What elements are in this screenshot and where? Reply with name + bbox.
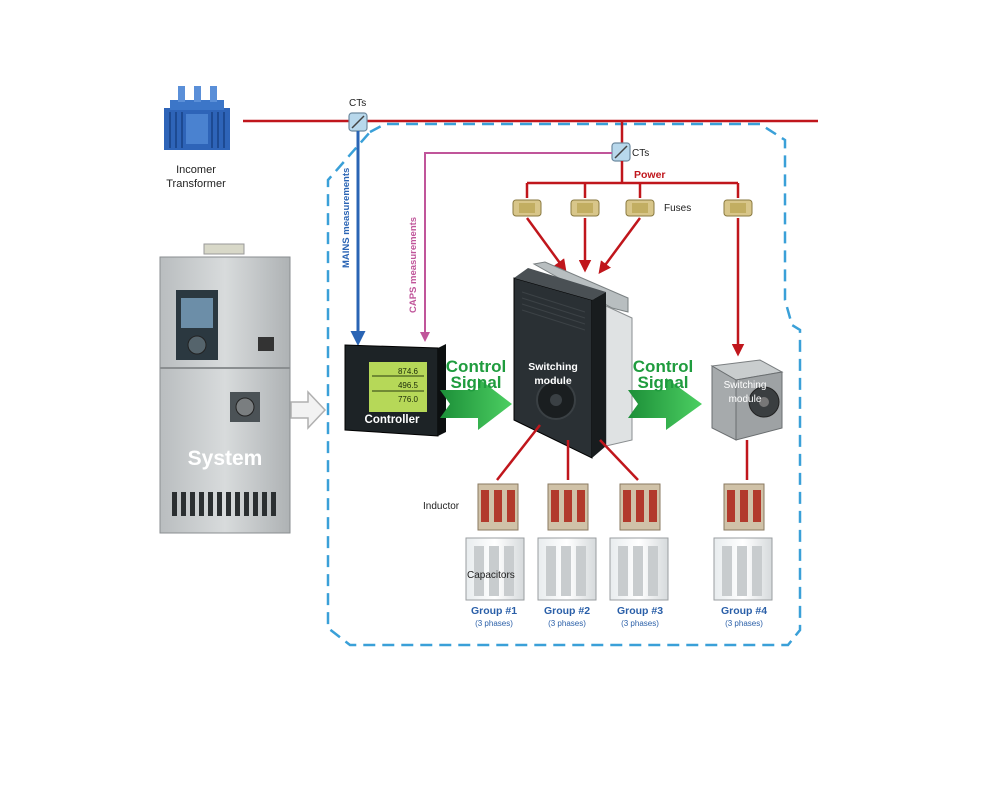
fuse-icon bbox=[625, 199, 655, 217]
group-3-label: Group #3 bbox=[617, 605, 663, 617]
capacitor-bank-3 bbox=[609, 483, 669, 601]
group-2-sub: (3 phases) bbox=[548, 619, 586, 628]
mains-measurements-label: MAINS measurements bbox=[341, 168, 352, 268]
system-label: System bbox=[188, 447, 263, 470]
fuse-icon bbox=[512, 199, 542, 217]
inductor-label: Inductor bbox=[423, 501, 460, 512]
capacitor-bank-1 bbox=[465, 483, 525, 601]
caps-measurements-label: CAPS measurements bbox=[408, 217, 419, 313]
switching-module-1-line-1: Switching bbox=[528, 361, 578, 373]
control-signal-1-line-1: Control bbox=[446, 357, 506, 376]
cts-top-label: CTs bbox=[349, 98, 366, 109]
fuse-icon bbox=[723, 199, 753, 217]
group-1-label: Group #1 bbox=[471, 605, 517, 617]
control-signal-2-line-2: Signal bbox=[637, 373, 688, 392]
caps-measurement-line bbox=[420, 152, 612, 342]
group-4-sub: (3 phases) bbox=[725, 619, 763, 628]
fuse-icon bbox=[570, 199, 600, 217]
system-cabinet bbox=[159, 243, 291, 534]
fuses-label: Fuses bbox=[664, 203, 691, 214]
switching-module-2-line-1: Switching bbox=[724, 380, 767, 391]
switching-module-large bbox=[513, 261, 633, 459]
transformer-icon bbox=[164, 86, 230, 150]
ct-top-icon bbox=[348, 112, 368, 132]
control-signal-1-line-2: Signal bbox=[450, 373, 501, 392]
cts-right-label: CTs bbox=[632, 148, 649, 159]
control-signal-arrow-1 bbox=[440, 378, 512, 430]
capacitors-label: Capacitors bbox=[467, 570, 515, 581]
ct-right-icon bbox=[611, 142, 631, 162]
capacitor-bank-4 bbox=[713, 483, 773, 601]
meter-reading-2: 496.5 bbox=[398, 381, 419, 390]
switching-module-1-line-2: module bbox=[534, 375, 571, 387]
control-signal-arrow-2 bbox=[628, 378, 702, 430]
group-4-label: Group #4 bbox=[721, 605, 767, 617]
meter-reading-1: 874.6 bbox=[398, 367, 419, 376]
group-2-label: Group #2 bbox=[544, 605, 590, 617]
power-label: Power bbox=[634, 169, 666, 181]
group-1-sub: (3 phases) bbox=[475, 619, 513, 628]
controller-label: Controller bbox=[365, 414, 420, 426]
switching-module-2-line-2: module bbox=[729, 394, 762, 405]
system-arrow-icon bbox=[290, 390, 327, 430]
group-3-sub: (3 phases) bbox=[621, 619, 659, 628]
incomer-label-1: Incomer bbox=[176, 164, 216, 176]
capacitor-bank-2 bbox=[537, 483, 597, 601]
meter-reading-3: 776.0 bbox=[398, 395, 419, 404]
system-boundary bbox=[326, 122, 802, 647]
incomer-label-2: Transformer bbox=[166, 178, 226, 190]
controller-device bbox=[344, 344, 446, 437]
control-signal-2-line-1: Control bbox=[633, 357, 693, 376]
switching-module-small bbox=[710, 359, 784, 441]
